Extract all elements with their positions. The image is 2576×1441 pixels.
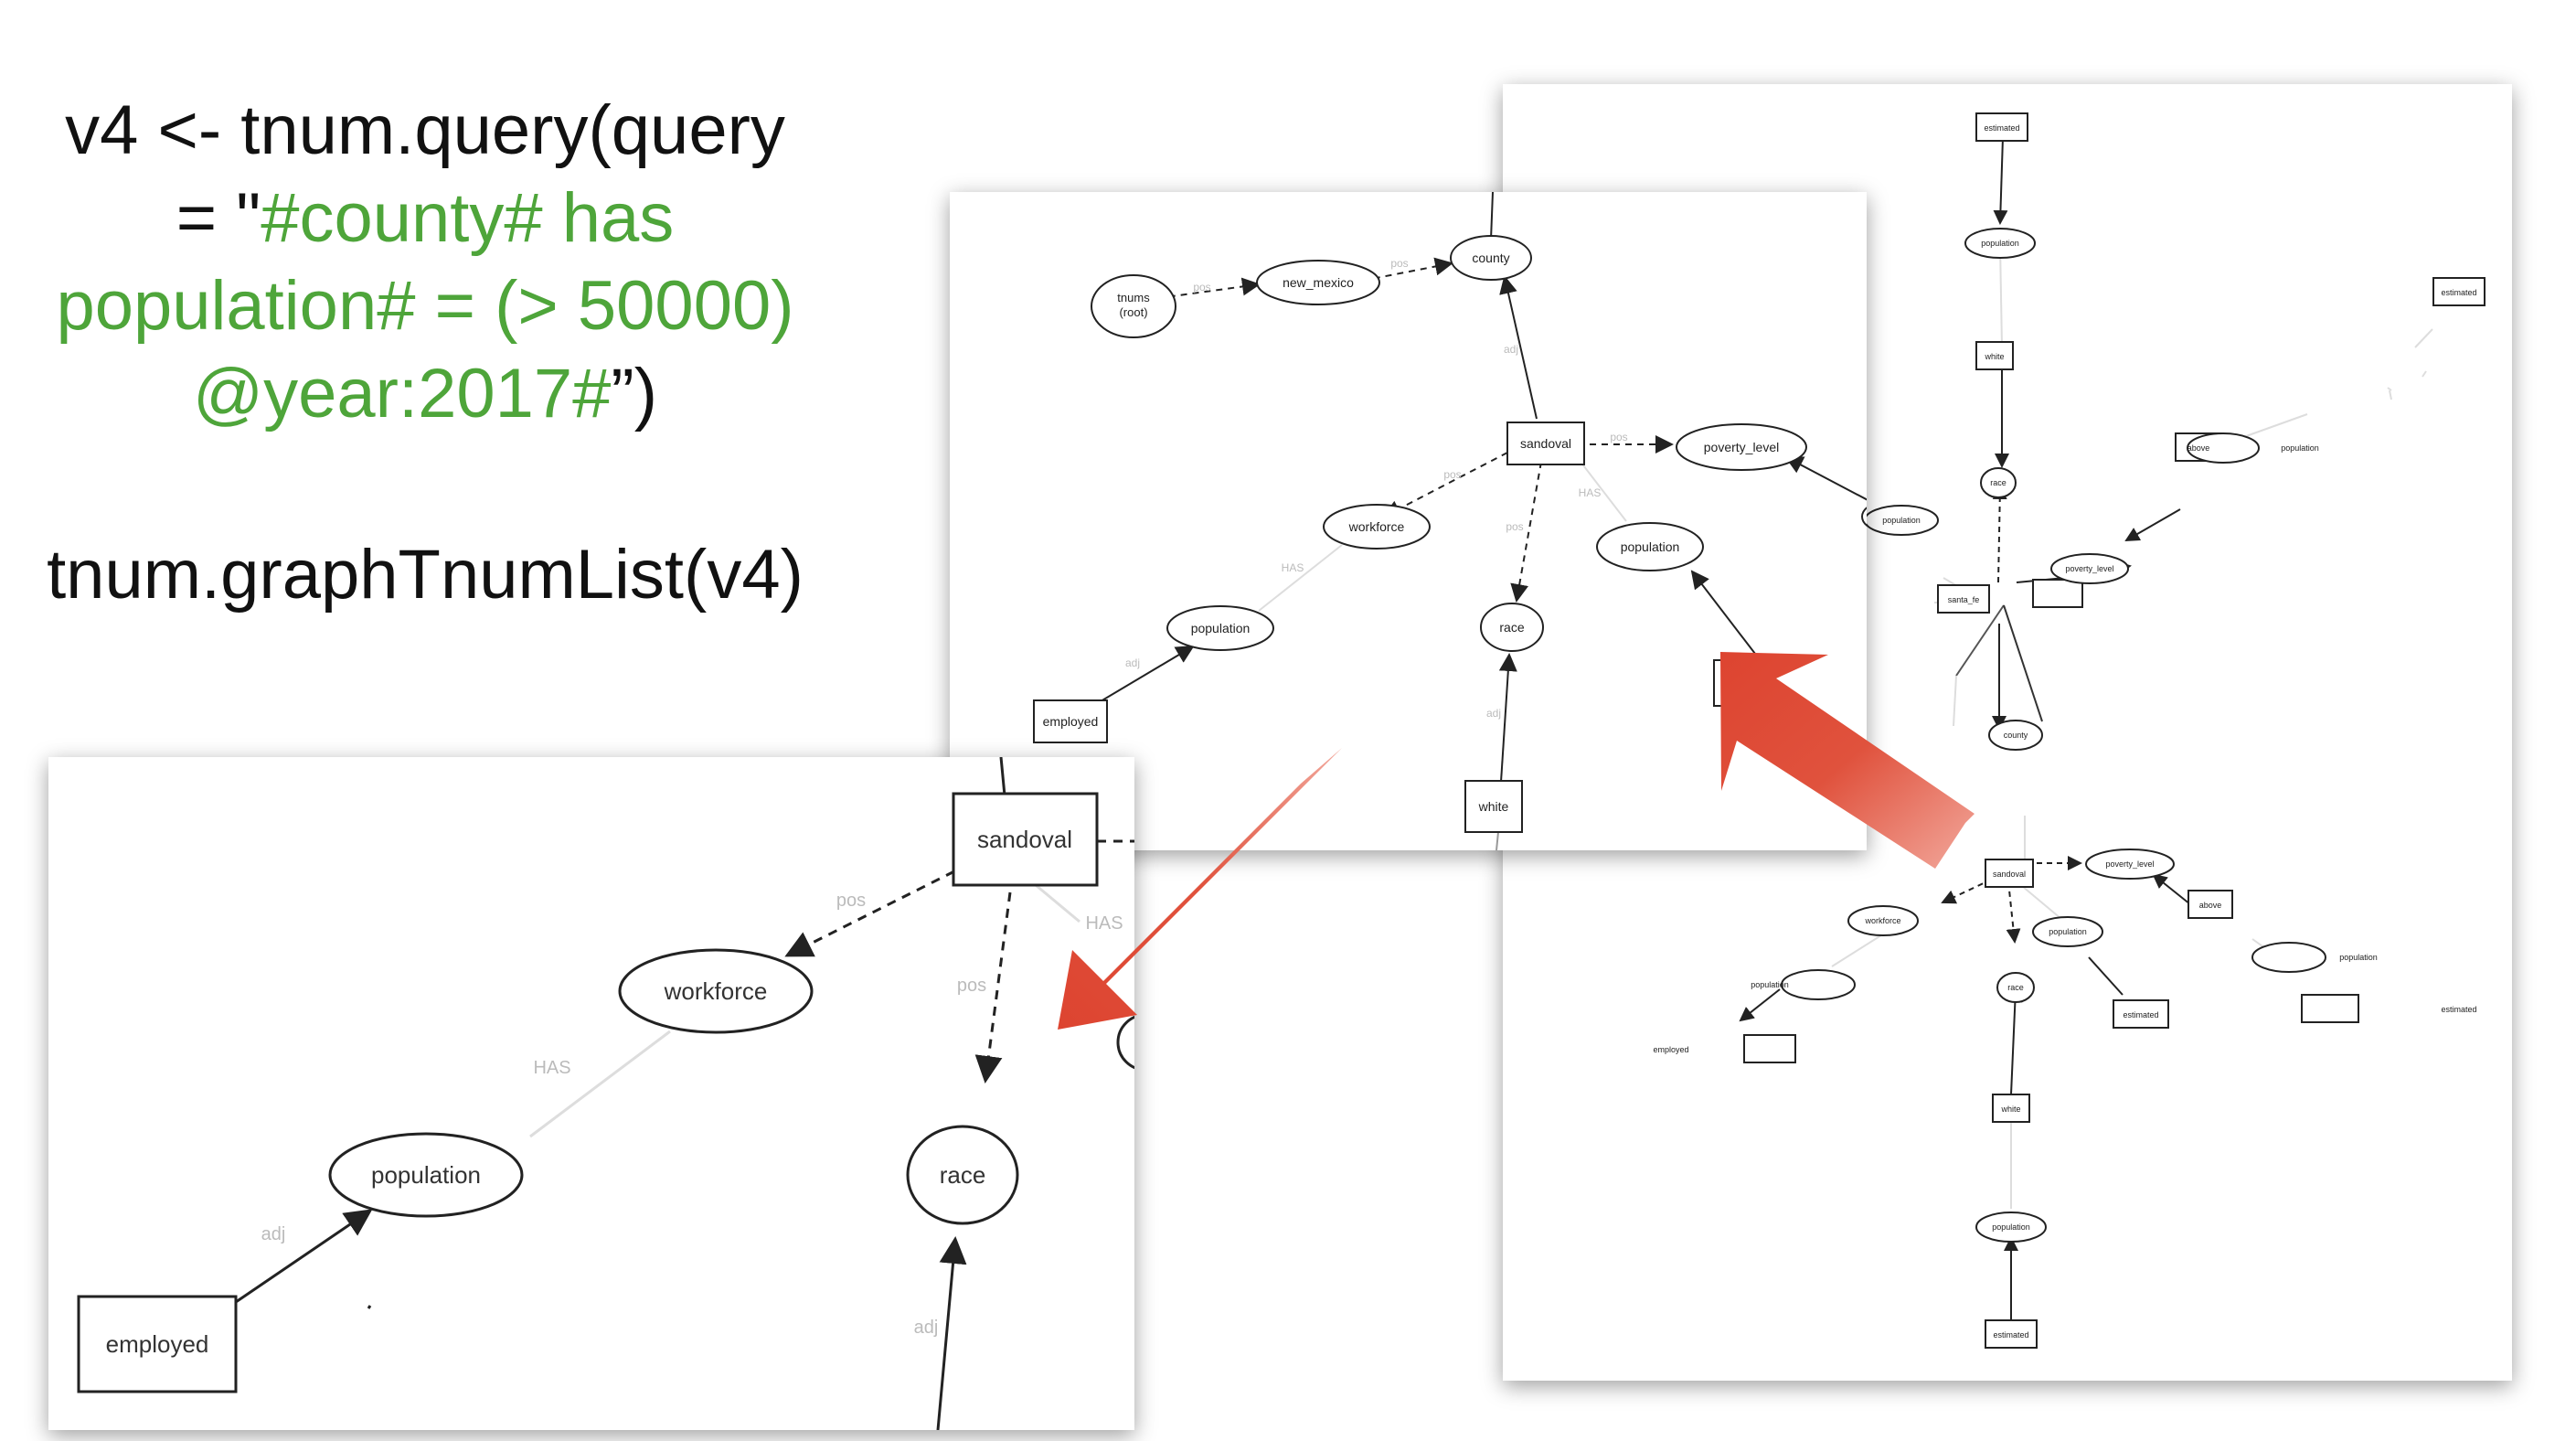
mg-node-poverty-level: poverty_level — [1704, 440, 1780, 454]
zg-node-workforce: workforce — [664, 977, 768, 1005]
mg-edge-has-2: HAS — [1282, 561, 1304, 574]
mg-edge-pos-4: pos — [1443, 468, 1461, 481]
fg-node-population-wf: population — [1751, 980, 1789, 989]
code-line-2-prefix: = " — [176, 179, 261, 257]
fg-node-population-left: population — [1882, 516, 1921, 525]
medium-graph-labels: tnums (root) new_mexico county sandoval … — [1043, 251, 1780, 814]
mg-node-population-wf: population — [1191, 621, 1251, 635]
mg-edge-pos-3: pos — [1610, 431, 1627, 443]
fg-node-poverty-level-sd: poverty_level — [2105, 859, 2154, 869]
full-graph-labels: estimated population white race populati… — [1653, 123, 2476, 1340]
zg-edge-has-1: HAS — [1085, 913, 1123, 934]
mg-node-county: county — [1472, 251, 1509, 265]
mg-edge-adj-1: adj — [1504, 343, 1518, 356]
mg-node-employed: employed — [1043, 714, 1099, 729]
mg-node-white: white — [1478, 799, 1509, 814]
fg-node-population-sd: population — [2339, 953, 2378, 962]
fg-node-estimated-sf: estimated — [2441, 288, 2476, 297]
fg-node-population-mid: population — [2049, 927, 2087, 936]
zg-node-employed: employed — [106, 1330, 209, 1358]
fg-node-population-sf: population — [2281, 443, 2319, 453]
query-string-part-1: #county# has — [261, 179, 675, 257]
code-line-1: v4 <- tnum.query(query — [65, 91, 785, 169]
full-graph-shapes — [1743, 112, 2486, 1349]
zg-edge-adj-1: adj — [261, 1224, 286, 1244]
full-graph: estimated population white race populati… — [1653, 112, 2486, 1349]
code-line-4: @year:2017#”) — [0, 350, 850, 438]
fg-node-county: county — [2004, 731, 2028, 740]
fg-node-above-sd: above — [2199, 901, 2222, 910]
zg-node-sandoval: sandoval — [977, 826, 1072, 853]
mg-node-population-right: population — [1621, 539, 1680, 554]
graph-call-code: tnum.graphTnumList(v4) — [47, 536, 804, 614]
mg-node-workforce: workforce — [1348, 519, 1405, 534]
zg-edge-adj-2: adj — [914, 1318, 939, 1338]
code-line-4-suffix: ”) — [611, 355, 658, 432]
zg-edge-has-2: HAS — [533, 1058, 570, 1078]
mg-node-sandoval: sandoval — [1520, 436, 1571, 451]
zoomed-graph: pos HAS pos HAS adj adj sandoval workfor… — [77, 757, 1134, 1430]
code-line-2: = "#county# has — [0, 175, 850, 262]
fg-node-white-top: white — [1984, 352, 2004, 361]
mg-node-tnums-root-1: tnums — [1117, 291, 1150, 304]
fg-node-poverty-level-sf: poverty_level — [2065, 564, 2113, 573]
medium-graph-panel: pos pos adj pos HAS pos HAS adj adj pos … — [950, 192, 1867, 850]
medium-graph: pos pos adj pos HAS pos HAS adj adj pos … — [1033, 192, 1867, 850]
fg-node-race: race — [2007, 983, 2024, 992]
fg-node-estimated-bottom: estimated — [1993, 1330, 2028, 1340]
query-string-part-3: @year:2017# — [192, 355, 612, 432]
fg-node-workforce: workforce — [1864, 916, 1900, 925]
zoomed-graph-labels: sandoval workforce population race emplo… — [106, 826, 1072, 1358]
mg-edge-adj-3: adj — [1486, 707, 1501, 720]
mg-node-tnums-root-2: (root) — [1119, 305, 1147, 319]
medium-graph-shapes — [1033, 235, 1867, 833]
zoomed-graph-edge-labels: pos HAS pos HAS adj adj — [261, 891, 1123, 1338]
fg-node-santa-fe: santa_fe — [1948, 595, 1980, 604]
fg-node-employed: employed — [1653, 1045, 1688, 1054]
zoomed-graph-panel: pos HAS pos HAS adj adj sandoval workfor… — [48, 757, 1134, 1430]
fg-node-above-sf: above — [2187, 443, 2210, 453]
zg-edge-pos-2: pos — [957, 976, 986, 996]
fg-node-population-top: population — [1981, 239, 2019, 248]
mg-edge-pos-2: pos — [1390, 257, 1408, 270]
fg-node-population-bottom: population — [1992, 1222, 2030, 1232]
mg-edge-pos-1: pos — [1193, 281, 1210, 294]
mg-edge-has-1: HAS — [1579, 486, 1602, 499]
fg-node-white: white — [2000, 1105, 2020, 1114]
fg-node-estimated-sd: estimated — [2441, 1005, 2476, 1014]
zg-edge-pos-1: pos — [836, 891, 866, 911]
query-code: v4 <- tnum.query(query = "#county# has p… — [0, 87, 850, 438]
mg-node-race: race — [1499, 620, 1524, 635]
mg-edge-pos-5: pos — [1506, 520, 1523, 533]
zoomed-graph-shapes — [77, 792, 1134, 1393]
query-string-part-2: population# = (> 50000) — [56, 267, 794, 345]
zg-node-population: population — [371, 1161, 481, 1189]
medium-graph-edges — [1095, 192, 1867, 850]
fg-node-estimated-mid: estimated — [2123, 1010, 2158, 1019]
mg-edge-adj-2: adj — [1125, 656, 1140, 669]
fg-node-sandoval: sandoval — [1993, 870, 2026, 879]
mg-node-new-mexico: new_mexico — [1283, 275, 1354, 290]
fg-node-estimated-top: estimated — [1984, 123, 2019, 133]
medium-graph-edge-labels: pos pos adj pos HAS pos HAS adj adj pos — [1125, 257, 1628, 720]
zg-node-race: race — [940, 1161, 986, 1189]
fg-node-race-top: race — [1990, 478, 2007, 487]
